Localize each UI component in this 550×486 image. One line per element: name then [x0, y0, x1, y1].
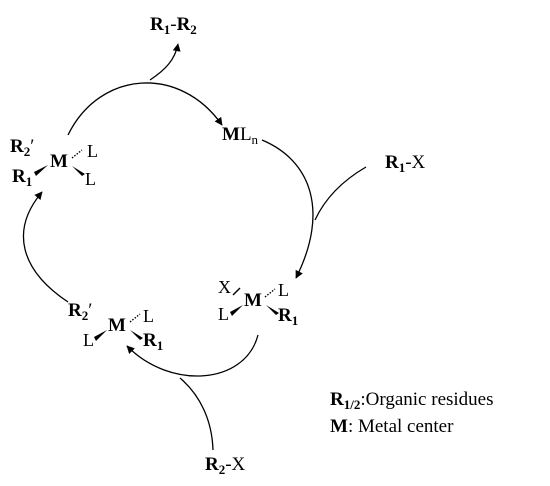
- complex-bl-r1: R1: [143, 330, 163, 353]
- product-r2: R: [177, 14, 191, 35]
- complex-bl-metal: M: [108, 315, 126, 336]
- reagent1-r: R: [385, 152, 399, 173]
- complex-bottom-left: R2′ M L L R1: [68, 300, 163, 353]
- catalyst-label: MLn: [222, 124, 259, 147]
- complex-bl-l-lower: L: [83, 330, 94, 350]
- complex-r-l-upper: L: [278, 280, 289, 300]
- legend-line1-sub: 1/2: [344, 397, 361, 412]
- legend-line2-symbol: M: [330, 416, 348, 437]
- complex-r-wedge-left: [230, 305, 243, 316]
- reagent2-r: R: [205, 454, 219, 475]
- complex-right: X M L L R1: [218, 277, 298, 328]
- catalyst-ligand-sub: n: [252, 132, 259, 147]
- complex-bl-hash-bond: [129, 313, 141, 323]
- complex-bl-wedge-left: [94, 330, 107, 341]
- arc-reagent1-join: [314, 166, 367, 221]
- legend-line1-text: :Organic residues: [360, 389, 493, 410]
- catalyst-metal: M: [222, 124, 240, 145]
- arc-reagent2-join: [179, 377, 214, 451]
- complex-tl-l-upper: L: [87, 141, 98, 161]
- product-dash: -: [170, 14, 176, 35]
- complex-top-left: R2′ M L R1 L: [10, 136, 98, 189]
- reagent1-rest: -X: [405, 152, 425, 173]
- complex-bl-r2: R2′: [68, 300, 92, 323]
- arc-left: [22, 191, 69, 303]
- complex-bl-l-upper: L: [143, 306, 154, 326]
- complex-r-hash-bond: [264, 288, 276, 298]
- legend-line1-symbol: R: [330, 389, 344, 410]
- complex-bl-wedge-right: [130, 330, 143, 340]
- complex-r-l-lower: L: [218, 304, 229, 324]
- catalyst-ligand: L: [240, 124, 252, 145]
- complex-tl-metal: M: [50, 151, 68, 172]
- arc-product-release: [149, 43, 181, 81]
- legend-line1: R1/2:Organic residues: [330, 389, 494, 412]
- product-label: R1-R2: [150, 14, 197, 37]
- reagent1-label: R1-X: [385, 152, 426, 175]
- legend-line2: M: Metal center: [330, 416, 454, 437]
- reagent2-sub: 2: [219, 462, 226, 477]
- product-r1-sub: 1: [164, 22, 171, 37]
- complex-r-x: X: [218, 277, 231, 297]
- complex-r-wedge-right: [266, 305, 279, 315]
- complex-tl-wedge-right: [72, 166, 85, 176]
- reagent2-rest: -X: [225, 454, 245, 475]
- complex-tl-r1: R1: [12, 166, 32, 189]
- product-r1: R: [150, 14, 164, 35]
- complex-tl-hash-bond: [71, 149, 83, 159]
- legend: R1/2:Organic residues M: Metal center: [330, 389, 494, 437]
- arc-top: [67, 82, 223, 136]
- reagent2-label: R2-X: [205, 454, 246, 477]
- legend-line2-text: : Metal center: [348, 416, 454, 437]
- arc-bottom: [126, 334, 259, 377]
- complex-r-metal: M: [244, 290, 262, 311]
- complex-tl-wedge-left: [34, 165, 48, 176]
- product-r2-sub: 2: [190, 22, 197, 37]
- complex-r-r1: R1: [278, 305, 298, 328]
- complex-r-x-bond: [232, 287, 241, 296]
- arc-right: [261, 139, 314, 279]
- complex-tl-r2: R2′: [10, 136, 34, 159]
- complex-tl-l-lower: L: [85, 169, 96, 189]
- reagent1-sub: 1: [399, 160, 406, 175]
